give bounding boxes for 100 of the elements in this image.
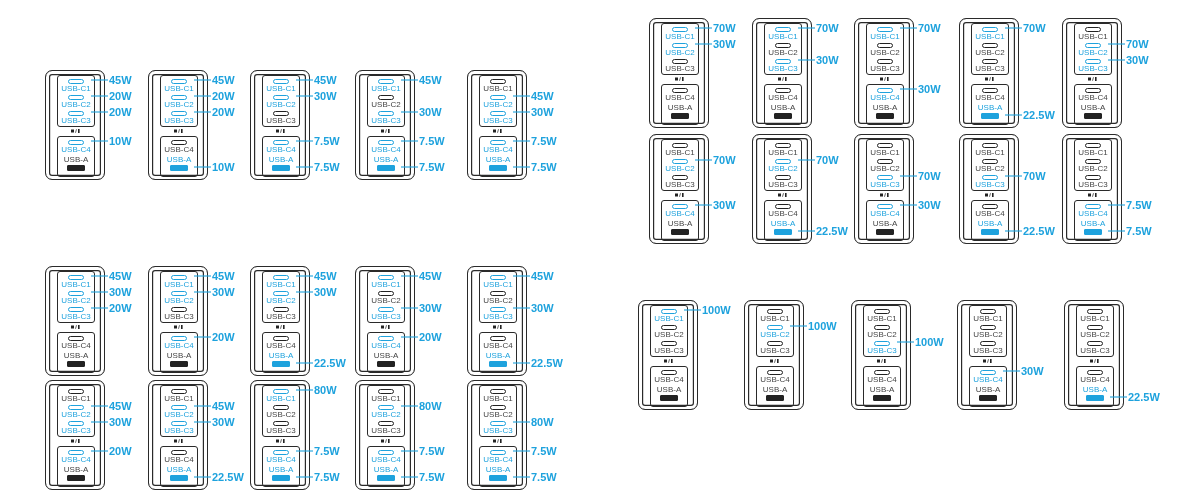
usb-port	[482, 449, 514, 464]
leader-line	[400, 405, 419, 407]
port-label: USB-C1	[767, 32, 799, 41]
wattage-label: 20W	[419, 331, 442, 343]
wattage-label: 30W	[314, 286, 337, 298]
port-label: USB-C4	[869, 209, 901, 218]
usb-port	[767, 203, 799, 218]
wattage-label: 70W	[713, 154, 736, 166]
wattage-label: 22.5W	[1023, 225, 1055, 237]
port-label: USB-C2	[974, 48, 1006, 57]
port-label: USB-A	[267, 352, 295, 360]
usb-port	[972, 308, 1004, 323]
usb-port	[163, 306, 195, 321]
port-label: USB-C1	[60, 394, 92, 403]
port-label: USB-C1	[265, 280, 297, 289]
port-label: USB-A	[372, 156, 400, 164]
usb-port	[370, 94, 402, 109]
port-label: USB-C3	[974, 180, 1006, 189]
wattage-label: 45W	[212, 400, 235, 412]
usb-port	[974, 26, 1006, 41]
usb-port	[664, 87, 696, 102]
wattage-label: 7.5W	[419, 445, 445, 457]
wattage-label: 20W	[109, 445, 132, 457]
wattage-label: 70W	[1023, 22, 1046, 34]
port-label: USB-C3	[370, 312, 402, 321]
port-label: USB-C2	[265, 410, 297, 419]
port-label: USB-C1	[866, 314, 898, 323]
port-label: USB-C1	[60, 280, 92, 289]
usb-port	[767, 87, 799, 102]
usb-port	[1077, 42, 1109, 57]
usb-port	[974, 58, 1006, 73]
usb-port	[482, 388, 514, 403]
wattage-label: 70W	[816, 22, 839, 34]
leader-line	[512, 450, 531, 452]
wattage-label: 30W	[1126, 54, 1149, 66]
wattage-label: 20W	[109, 106, 132, 118]
port-label: USB-C1	[163, 394, 195, 403]
port-label: USB-C2	[664, 164, 696, 173]
port-label: USB-C2	[767, 164, 799, 173]
leader-line	[90, 307, 109, 309]
port-label: USB-A	[372, 352, 400, 360]
wattage-label: 70W	[918, 22, 941, 34]
leader-line	[400, 79, 419, 81]
leader-line	[797, 59, 816, 61]
leader-line	[193, 291, 212, 293]
port-label: USB-C2	[869, 164, 901, 173]
wattage-label: 80W	[314, 384, 337, 396]
port-label: USB-A	[267, 466, 295, 474]
usb-port	[653, 308, 685, 323]
usb-port	[653, 369, 685, 384]
port-label: USB-C4	[974, 209, 1006, 218]
usb-port	[482, 78, 514, 93]
leader-line	[512, 140, 531, 142]
wattage-label: 20W	[109, 302, 132, 314]
usb-port	[869, 26, 901, 41]
leader-line	[400, 307, 419, 309]
usb-port	[869, 203, 901, 218]
usb-port	[869, 174, 901, 189]
port-label: USB-A	[1079, 220, 1107, 228]
leader-line	[512, 362, 531, 364]
usb-port	[265, 139, 297, 154]
port-label: USB-C1	[869, 148, 901, 157]
leader-line	[400, 111, 419, 113]
usb-port	[163, 274, 195, 289]
port-label: USB-C2	[1077, 164, 1109, 173]
port-label: USB-C4	[664, 209, 696, 218]
port-label: USB-A	[769, 104, 797, 112]
leader-line	[694, 204, 713, 206]
usb-port	[664, 142, 696, 157]
usb-port	[653, 324, 685, 339]
port-label: USB-C2	[370, 410, 402, 419]
usb-port	[482, 274, 514, 289]
wattage-label: 30W	[816, 54, 839, 66]
port-label: USB-A	[1081, 386, 1109, 394]
usb-port	[1077, 58, 1109, 73]
port-label: USB-C1	[482, 394, 514, 403]
charger-body	[355, 266, 415, 376]
wattage-label: 20W	[212, 90, 235, 102]
leader-line	[1004, 114, 1023, 116]
usb-port	[1077, 203, 1109, 218]
usb-port	[866, 308, 898, 323]
port-label: USB-C1	[759, 314, 791, 323]
usb-port	[482, 94, 514, 109]
port-label: USB-C4	[664, 93, 696, 102]
wattage-label: 100W	[702, 304, 731, 316]
usb-port	[163, 290, 195, 305]
usb-port	[370, 306, 402, 321]
usb-port	[482, 110, 514, 125]
port-label: USB-C4	[759, 375, 791, 384]
port-label: USB-C1	[370, 84, 402, 93]
leader-line	[193, 166, 212, 168]
leader-line	[1004, 230, 1023, 232]
charger-body	[1064, 300, 1124, 410]
port-label: USB-C3	[163, 426, 195, 435]
usb-port	[163, 335, 195, 350]
leader-line	[193, 476, 212, 478]
usb-port	[60, 449, 92, 464]
leader-line	[512, 307, 531, 309]
usb-port	[767, 26, 799, 41]
leader-line	[295, 166, 314, 168]
